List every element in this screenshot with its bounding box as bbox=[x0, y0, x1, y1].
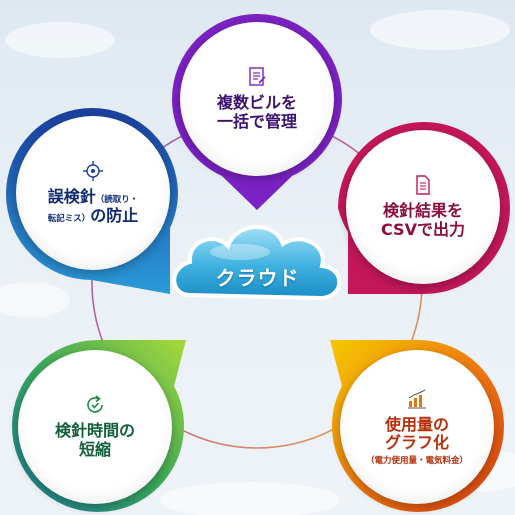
disc-top: 複数ビルを 一括で管理 bbox=[180, 22, 334, 176]
label-right-bottom: 使用量の グラフ化 （電力使用量・電気料金） bbox=[365, 414, 468, 467]
refresh-icon bbox=[87, 395, 103, 413]
label-top: 複数ビルを 一括で管理 bbox=[216, 93, 297, 131]
label-right-top: 検針結果を CSVで出力 bbox=[381, 201, 465, 239]
label-left-bottom: 検針時間の 短縮 bbox=[54, 421, 135, 459]
cloud-shape bbox=[172, 225, 342, 301]
target-icon bbox=[83, 161, 103, 182]
disc-left-top: 誤検針（読取り・ 転記ミス）の防止 bbox=[16, 116, 170, 270]
document-icon bbox=[416, 175, 430, 195]
checklist-icon bbox=[249, 67, 266, 86]
bar-chart-icon bbox=[408, 389, 426, 409]
disc-right-bottom: 使用量の グラフ化 （電力使用量・電気料金） bbox=[340, 350, 494, 504]
label-left-top: 誤検針（読取り・ 転記ミス）の防止 bbox=[47, 187, 139, 225]
disc-right-top: 検針結果を CSVで出力 bbox=[346, 130, 500, 284]
cloud-label: クラウド bbox=[215, 266, 300, 290]
disc-left-bottom: 検針時間の 短縮 bbox=[18, 350, 172, 504]
